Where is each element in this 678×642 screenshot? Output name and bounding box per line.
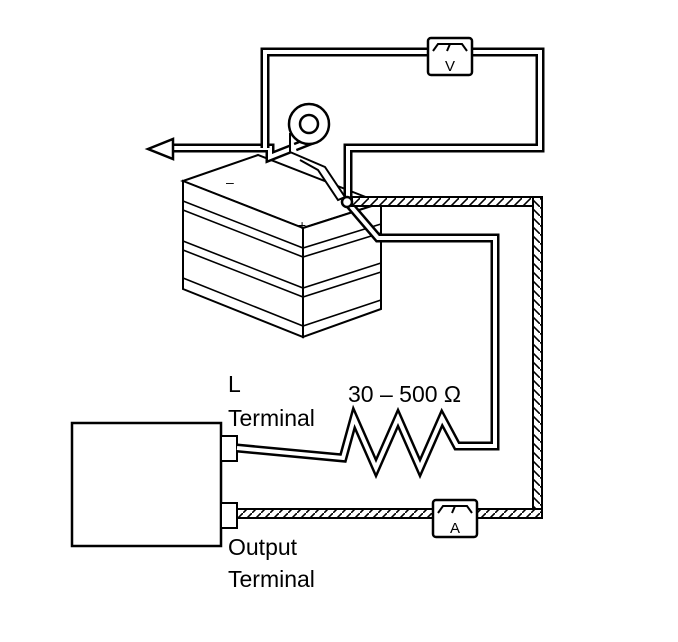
resistor-label: 30 – 500 Ω	[348, 381, 461, 407]
voltmeter-icon: V	[426, 36, 474, 77]
ammeter-icon: A	[431, 498, 479, 539]
negative-ground-cable	[144, 102, 347, 202]
output-cable	[236, 196, 543, 519]
l-terminal-label-line1: L	[228, 371, 241, 397]
l-terminal-stub	[220, 435, 238, 462]
battery-positive-mark: +	[298, 217, 306, 233]
ground-arrow-icon	[144, 137, 175, 161]
output-terminal-label-line1: Output	[228, 534, 298, 560]
battery: – +	[180, 153, 384, 339]
output-terminal-stub	[220, 502, 238, 529]
l-terminal-wire	[236, 200, 500, 480]
voltmeter-letter: V	[445, 58, 455, 75]
ammeter-letter: A	[450, 520, 460, 537]
voltmeter-wire	[260, 47, 545, 200]
l-terminal-label-line2: Terminal	[228, 405, 315, 431]
output-terminal-label-line2: Terminal	[228, 566, 315, 592]
generator-box	[70, 421, 223, 548]
battery-negative-mark: –	[226, 174, 234, 190]
positive-terminal-connection	[340, 195, 354, 209]
